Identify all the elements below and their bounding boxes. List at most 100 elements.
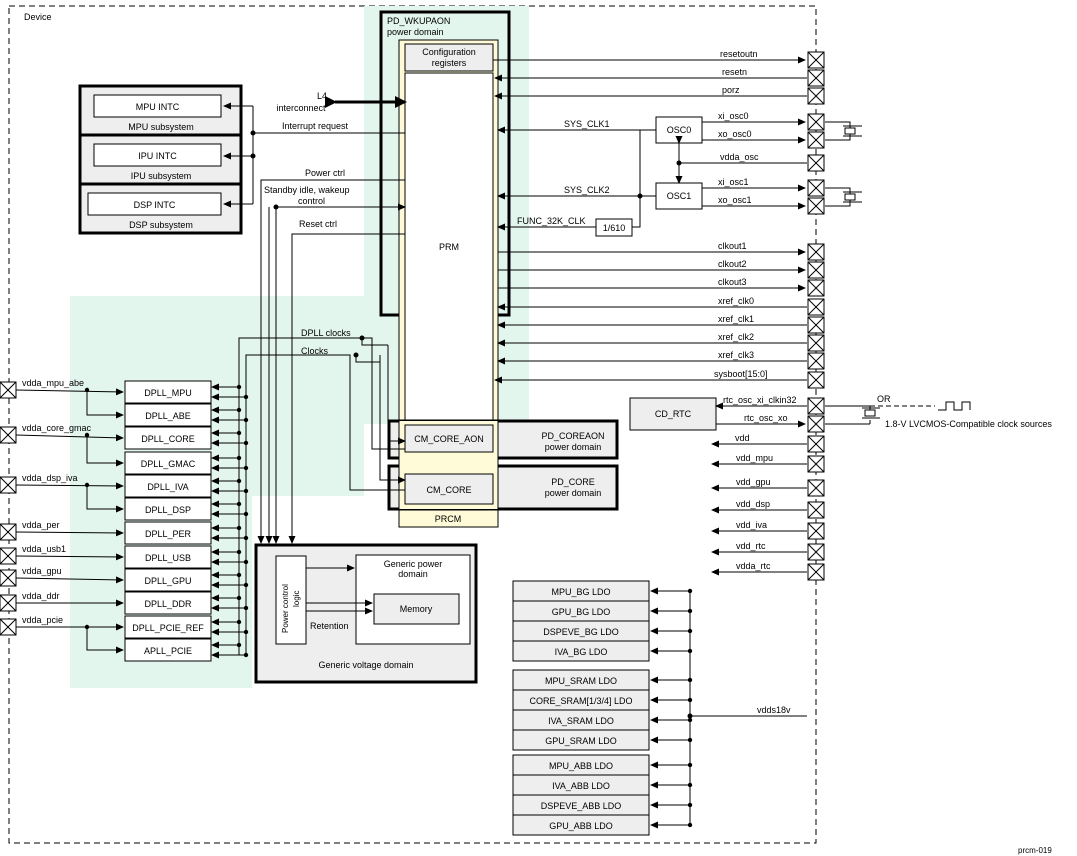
mpu-abb-ldo-label: MPU_ABB LDO	[549, 761, 613, 771]
vdd-label: vdd	[735, 433, 750, 443]
rtc-osc-xo-label: rtc_osc_xo	[744, 413, 788, 423]
dpll-iva-label: DPLL_IVA	[147, 482, 188, 492]
vdd-mpu-label: vdd_mpu	[736, 453, 773, 463]
dpll-usb-box	[124, 545, 212, 569]
clock-source-description: 1.8-V LVCMOS-Compatible clock sources	[885, 419, 1052, 429]
dpll-dsp-label: DPLL_DSP	[145, 505, 191, 515]
dpll-mpu-label: DPLL_MPU	[144, 388, 192, 398]
sys-clk2-label: SYS_CLK2	[564, 185, 610, 195]
vdd-gpu-label: vdd_gpu	[736, 477, 771, 487]
apll-pcie-box	[124, 638, 212, 662]
dpll-column: DPLL_MPUDPLL_ABEDPLL_COREDPLL_GMACDPLL_I…	[124, 380, 249, 662]
dsp-intc-box	[87, 192, 222, 216]
pd-coreaon-title: PD_COREAON	[541, 431, 604, 441]
sys-clk1-label: SYS_CLK1	[564, 119, 610, 129]
dpll-pcie-ref-label: DPLL_PCIE_REF	[132, 623, 204, 633]
dpll-per-box	[124, 521, 212, 545]
prm-label: PRM	[439, 242, 459, 252]
resetoutn-label: resetoutn	[720, 49, 758, 59]
vdda-ddr-label: vdda_ddr	[22, 591, 60, 601]
func-32k-clk-label: FUNC_32K_CLK	[517, 216, 586, 226]
vdd-rtc-label: vdd_rtc	[736, 541, 766, 551]
mpu-sram-ldo-label: MPU_SRAM LDO	[545, 676, 617, 686]
cm-core-label: CM_CORE	[426, 485, 471, 495]
ipu-subsystem-label: IPU subsystem	[131, 171, 192, 181]
config-registers-box	[404, 43, 494, 72]
rtc-osc-xi-clkin32-label: rtc_osc_xi_clkin32	[723, 395, 797, 405]
power-control-label-line2: logic	[292, 591, 301, 607]
dpll-ddr-label: DPLL_DDR	[144, 599, 192, 609]
power-control-logic-box	[275, 555, 307, 645]
dpll-gpu-box	[124, 568, 212, 592]
vdda-mpu-abe-label: vdda_mpu_abe	[22, 378, 84, 388]
clkout1-label: clkout1	[718, 241, 747, 251]
vdd-dsp-label: vdd_dsp	[736, 499, 770, 509]
external-crystals	[825, 121, 971, 425]
pd-core-title: PD_CORE	[551, 477, 595, 487]
xref-clk2-label: xref_clk2	[718, 332, 754, 342]
config-registers-line2: registers	[432, 58, 467, 68]
clkout3-label: clkout3	[718, 277, 747, 287]
control-signals	[223, 102, 406, 655]
vdda-usb1-label: vdda_usb1	[22, 544, 66, 554]
vdd-iva-label: vdd_iva	[736, 520, 767, 530]
dpll-clocks-label: DPLL clocks	[301, 328, 351, 338]
gpu-sram-ldo-label: GPU_SRAM LDO	[545, 736, 617, 746]
reset-ctrl-label: Reset ctrl	[299, 219, 337, 229]
interrupt-request-label: Interrupt request	[282, 121, 349, 131]
xi-osc1-label: xi_osc1	[718, 177, 749, 187]
dpll-gpu-label: DPLL_GPU	[144, 576, 191, 586]
gpu-abb-ldo-box	[512, 814, 650, 836]
l4-label-line1: L4	[317, 91, 327, 101]
pd-wkupaon-subtitle: power domain	[387, 27, 444, 37]
mpu-intc-box	[93, 94, 222, 118]
prm-box	[404, 72, 494, 421]
iva-bg-ldo-box	[512, 640, 650, 662]
dpll-iva-box	[124, 474, 212, 498]
dpll-gmac-label: DPLL_GMAC	[141, 459, 196, 469]
dsp-intc-label: DSP INTC	[134, 200, 176, 210]
clkout2-label: clkout2	[718, 259, 747, 269]
pd-coreaon-subtitle: power domain	[545, 442, 602, 452]
dpll-pcie-ref-box	[124, 615, 212, 639]
ipu-intc-label: IPU INTC	[138, 151, 177, 161]
iva-abb-ldo-label: IVA_ABB LDO	[552, 781, 610, 791]
porz-label: porz	[722, 85, 740, 95]
memory-box	[373, 593, 460, 625]
osc1-box	[655, 182, 703, 210]
mpu-bg-ldo-label: MPU_BG LDO	[551, 587, 610, 597]
divider-label: 1/610	[603, 223, 626, 233]
clocks-label: Clocks	[301, 346, 329, 356]
resetn-label: resetn	[722, 67, 747, 77]
dspeve-bg-ldo-label: DSPEVE_BG LDO	[543, 627, 619, 637]
vdda-core-gmac-label: vdda_core_gmac	[22, 423, 92, 433]
retention-label: Retention	[310, 621, 349, 631]
gpu-bg-ldo-label: GPU_BG LDO	[552, 607, 611, 617]
pd-wkupaon-title: PD_WKUPAON	[387, 16, 450, 26]
vdda-osc-label: vdda_osc	[720, 152, 759, 162]
vdda-gpu-label: vdda_gpu	[22, 566, 62, 576]
cd-rtc-box	[629, 397, 717, 431]
config-registers-line1: Configuration	[422, 47, 476, 57]
dpll-abe-label: DPLL_ABE	[145, 411, 191, 421]
cm-core-box	[404, 473, 494, 505]
prcm-label: PRCM	[435, 514, 462, 524]
dspeve-abb-ldo-label: DSPEVE_ABB LDO	[541, 801, 622, 811]
memory-label: Memory	[400, 604, 433, 614]
iva-sram-ldo-label: IVA_SRAM LDO	[548, 716, 614, 726]
generic-voltage-domain-label: Generic voltage domain	[318, 660, 413, 670]
cm-core-aon-label: CM_CORE_AON	[414, 434, 484, 444]
right-pin-column: resetoutnresetnporzxi_osc0xo_osc0vdda_os…	[493, 49, 825, 581]
power-control-label-line1: Power control	[281, 584, 290, 633]
dpll-core-box	[124, 426, 212, 450]
dpll-ddr-box	[124, 591, 212, 615]
xo-osc1-label: xo_osc1	[718, 195, 752, 205]
vdda-per-label: vdda_per	[22, 520, 60, 530]
left-pin-column: vdda_mpu_abevdda_core_gmacvdda_dsp_ivavd…	[0, 378, 124, 654]
xref-clk3-label: xref_clk3	[718, 350, 754, 360]
core-sram-1-3-4-ldo-label: CORE_SRAM[1/3/4] LDO	[529, 696, 632, 706]
clock-source-or-label: OR	[877, 394, 891, 404]
device-label: Device	[24, 12, 52, 22]
